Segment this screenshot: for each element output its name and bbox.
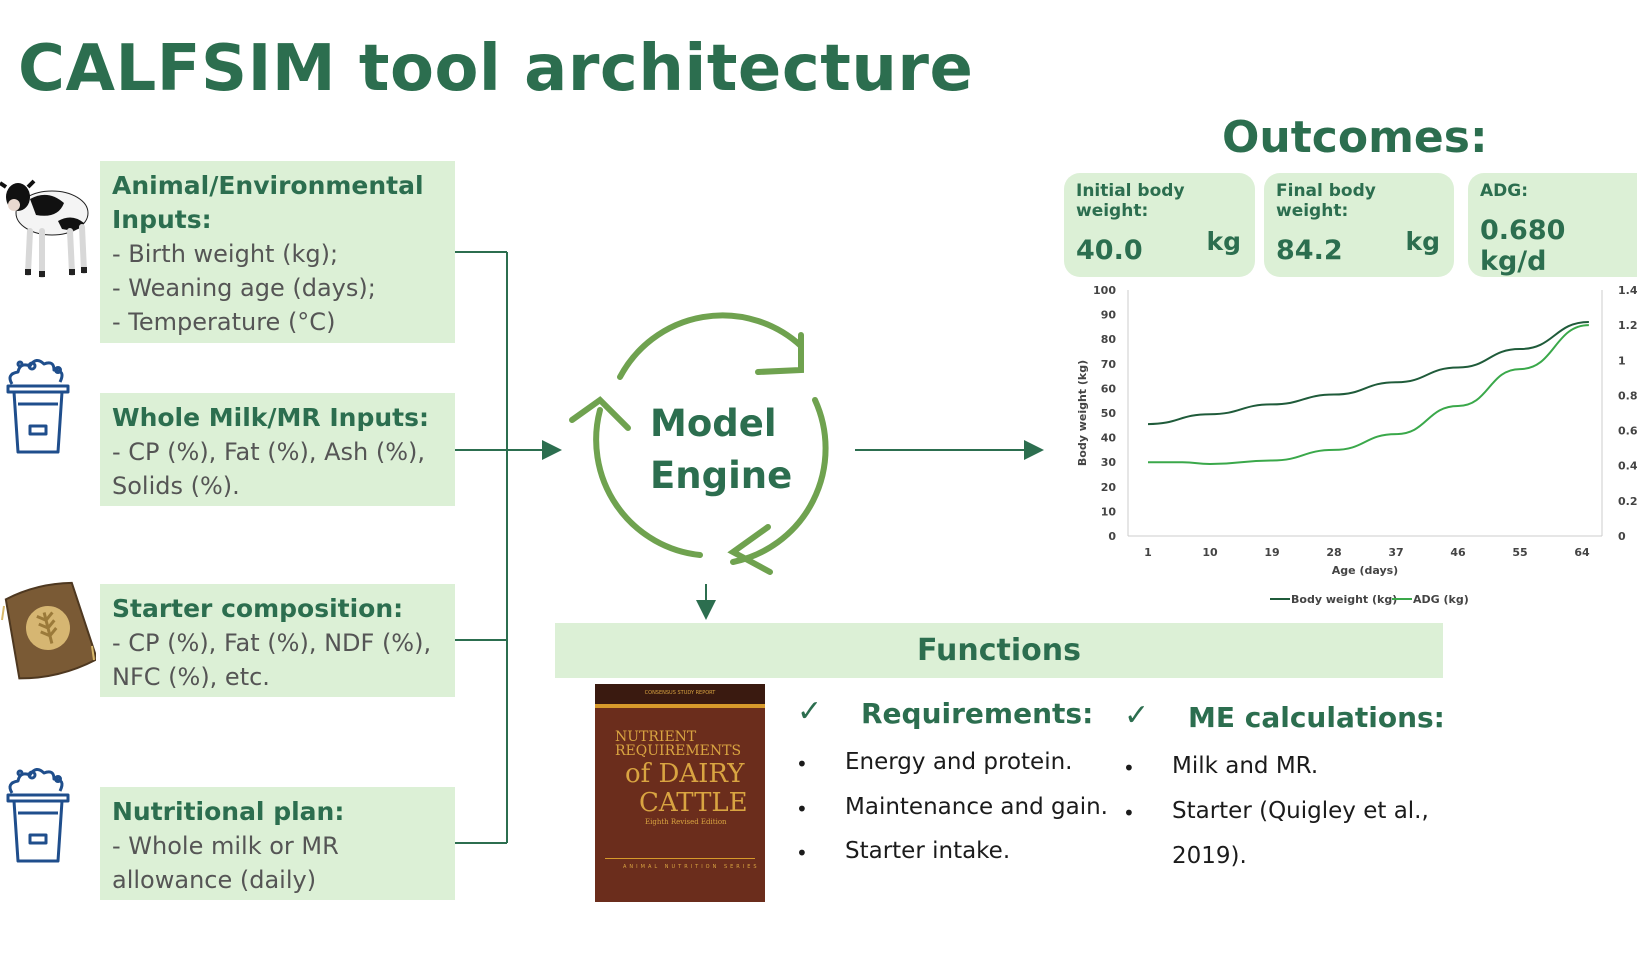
y-axis-label: Body weight (kg) bbox=[1076, 360, 1089, 466]
y2-tick-label: 0.4 bbox=[1618, 460, 1637, 473]
checkmark-icon: ✓ bbox=[797, 694, 823, 729]
card-label: Final body weight: bbox=[1276, 181, 1376, 221]
y-tick-label: 0 bbox=[1108, 530, 1116, 543]
book-title-line: of DAIRY bbox=[625, 759, 745, 789]
requirements-item: Maintenance and gain. bbox=[845, 794, 1108, 820]
input-line: - Whole milk or MR bbox=[112, 832, 339, 860]
outcome-card-initial-weight: Initial body weight: 40.0 kg bbox=[1064, 173, 1255, 277]
y2-tick-label: 1.2 bbox=[1618, 319, 1637, 332]
functions-title: Functions bbox=[917, 633, 1081, 668]
y2-tick-label: 0.8 bbox=[1618, 389, 1637, 402]
card-value: 84.2 bbox=[1276, 235, 1343, 266]
y2-tick-label: 1 bbox=[1618, 354, 1626, 367]
y-tick-label: 30 bbox=[1101, 456, 1117, 469]
input-box-milk: Whole Milk/MR Inputs: - CP (%), Fat (%),… bbox=[100, 393, 455, 506]
outcome-card-final-weight: Final body weight: 84.2 kg bbox=[1264, 173, 1454, 277]
x-tick-label: 28 bbox=[1326, 546, 1341, 559]
requirements-heading: Requirements: bbox=[861, 697, 1094, 730]
y-tick-label: 70 bbox=[1101, 358, 1117, 371]
y-tick-label: 60 bbox=[1101, 382, 1117, 395]
input-box-plan: Nutritional plan: - Whole milk or MR all… bbox=[100, 787, 455, 900]
checkmark-icon: ✓ bbox=[1124, 698, 1150, 733]
input-line: NFC (%), etc. bbox=[112, 663, 270, 691]
outcome-card-adg: ADG: 0.680 kg/d bbox=[1468, 173, 1637, 277]
y-tick-label: 50 bbox=[1101, 407, 1117, 420]
y-tick-label: 100 bbox=[1093, 284, 1116, 297]
y2-tick-label: 0.6 bbox=[1618, 425, 1637, 438]
card-label: ADG: bbox=[1480, 181, 1529, 201]
series-line-body-weight bbox=[1147, 320, 1589, 426]
bullet-icon: • bbox=[796, 797, 808, 821]
x-axis-label: Age (days) bbox=[1332, 564, 1398, 577]
model-engine-label: Model Engine bbox=[650, 398, 792, 502]
card-value: 40.0 bbox=[1076, 235, 1143, 266]
growth-chart: 0 10 20 30 40 50 60 70 80 90 100 0 0.2 0.4 0.6 0.8 1 1.2 1… bbox=[1076, 284, 1637, 606]
me-calculations-heading: ME calculations: bbox=[1188, 701, 1445, 734]
x-tick-label: 10 bbox=[1202, 546, 1218, 559]
input-heading: Starter composition: bbox=[112, 594, 404, 623]
input-box-starter: Starter composition: - CP (%), Fat (%), … bbox=[100, 584, 455, 697]
card-label: Initial body weight: bbox=[1076, 181, 1185, 221]
bullet-icon: • bbox=[1123, 756, 1135, 780]
card-unit: kg bbox=[1405, 227, 1440, 256]
requirements-item: Starter intake. bbox=[845, 838, 1011, 864]
feed-sack-icon bbox=[1, 581, 96, 680]
input-line: allowance (daily) bbox=[112, 866, 317, 894]
engine-line: Engine bbox=[650, 454, 793, 497]
milk-bucket-icon bbox=[6, 768, 70, 863]
y-tick-label: 40 bbox=[1101, 432, 1117, 445]
x-tick-label: 64 bbox=[1574, 546, 1590, 559]
y-tick-label: 90 bbox=[1101, 309, 1117, 322]
x-tick-label: 1 bbox=[1144, 546, 1152, 559]
y2-tick-label: 0.2 bbox=[1618, 495, 1637, 508]
input-line: - CP (%), Fat (%), NDF (%), bbox=[112, 629, 432, 657]
x-tick-label: 19 bbox=[1264, 546, 1279, 559]
calf-icon bbox=[0, 179, 89, 278]
card-unit: kg bbox=[1206, 227, 1241, 256]
book-edition: Eighth Revised Edition bbox=[645, 818, 727, 826]
bullet-icon: • bbox=[796, 841, 808, 865]
bullet-icon: • bbox=[1123, 801, 1135, 825]
input-line: - CP (%), Fat (%), Ash (%), bbox=[112, 438, 425, 466]
y2-tick-label: 0 bbox=[1618, 530, 1626, 543]
page-title: CALFSIM tool architecture bbox=[18, 32, 974, 106]
y-tick-label: 80 bbox=[1101, 333, 1117, 346]
input-line: - Temperature (°C) bbox=[112, 308, 336, 336]
x-tick-label: 46 bbox=[1450, 546, 1466, 559]
input-line: - Weaning age (days); bbox=[112, 274, 376, 302]
engine-line: Model bbox=[650, 402, 777, 445]
card-value: 0.680 kg/d bbox=[1480, 215, 1566, 277]
me-item: Starter (Quigley et al., bbox=[1172, 798, 1429, 824]
x-tick-label: 37 bbox=[1388, 546, 1403, 559]
input-heading: Animal/Environmental Inputs: bbox=[112, 171, 424, 234]
legend-label: Body weight (kg) bbox=[1291, 593, 1397, 606]
y-tick-label: 20 bbox=[1101, 481, 1117, 494]
requirements-item: Energy and protein. bbox=[845, 749, 1073, 775]
functions-bar: Functions bbox=[555, 623, 1443, 678]
input-box-animal: Animal/Environmental Inputs: - Birth wei… bbox=[100, 161, 455, 343]
book-series: ANIMAL NUTRITION SERIES bbox=[623, 864, 760, 870]
legend-label: ADG (kg) bbox=[1413, 593, 1469, 606]
y2-tick-label: 1.4 bbox=[1618, 284, 1637, 297]
outcomes-title: Outcomes: bbox=[1222, 112, 1488, 163]
input-heading: Whole Milk/MR Inputs: bbox=[112, 403, 430, 432]
me-item: Milk and MR. bbox=[1172, 753, 1319, 779]
book-title-line: CATTLE bbox=[639, 788, 748, 818]
cycle-arrows-icon bbox=[569, 312, 829, 575]
x-tick-label: 55 bbox=[1512, 546, 1527, 559]
y-tick-label: 10 bbox=[1101, 505, 1117, 518]
input-line: Solids (%). bbox=[112, 472, 240, 500]
input-line: - Birth weight (kg); bbox=[112, 240, 339, 268]
book-header: CONSENSUS STUDY REPORT bbox=[644, 690, 716, 696]
me-item: 2019). bbox=[1172, 843, 1247, 869]
series-line-adg bbox=[1147, 324, 1589, 465]
milk-bucket-icon bbox=[6, 359, 70, 454]
bullet-icon: • bbox=[796, 752, 808, 776]
input-heading: Nutritional plan: bbox=[112, 797, 345, 826]
